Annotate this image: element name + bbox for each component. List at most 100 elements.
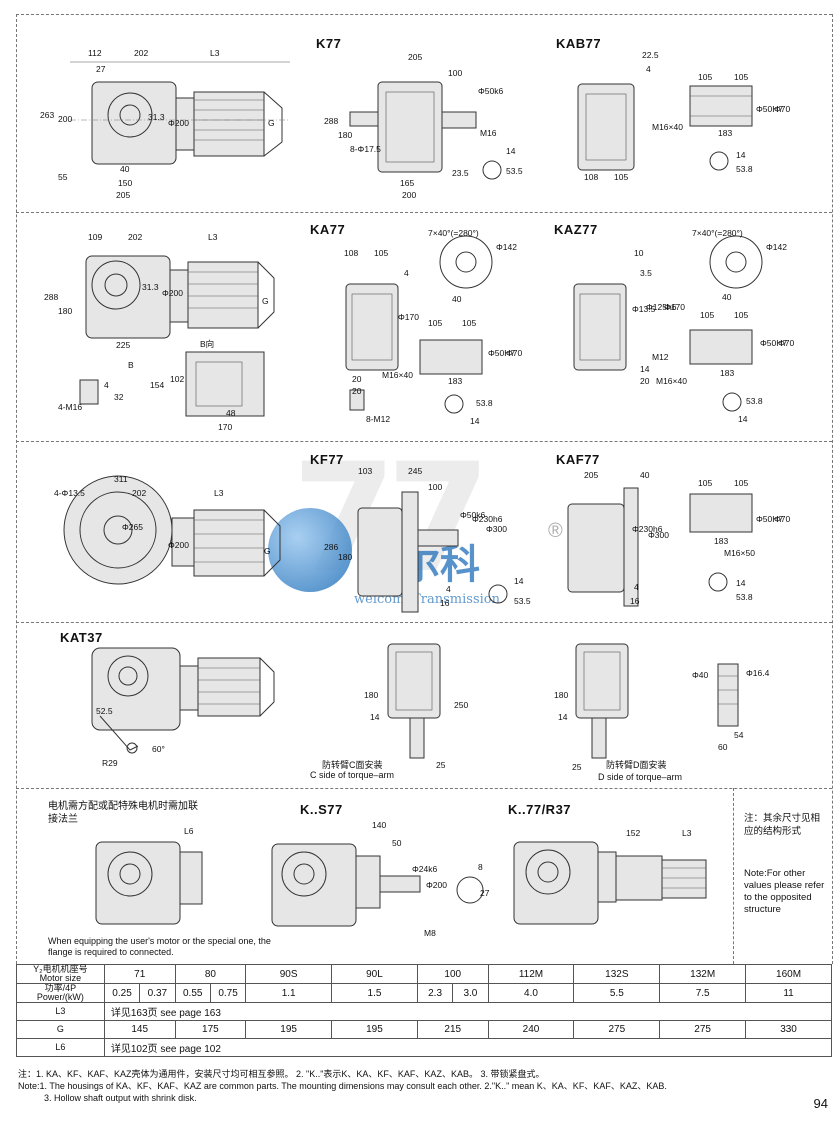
dim-label: 10: [634, 248, 644, 258]
table-cell: 5.5: [573, 983, 661, 1003]
l6-label: L6: [16, 1038, 105, 1057]
dim-label: 150: [118, 178, 133, 188]
dim-label: M16: [480, 128, 497, 138]
dim-label: Φ125h6: [646, 302, 677, 312]
dim-label: M8: [424, 928, 436, 938]
l3-label: L3: [16, 1002, 105, 1021]
dim-label: 14: [736, 578, 746, 588]
dim-label: 31.3: [148, 112, 165, 122]
dim-label: 180: [338, 552, 353, 562]
table-cell: 4.0: [487, 983, 575, 1003]
dim-label: Φ70: [778, 338, 795, 348]
dim-label: 53.8: [476, 398, 493, 408]
dim-label: Φ24k6: [412, 864, 438, 874]
dim-label: 60°: [152, 744, 165, 754]
dim-label: 245: [408, 466, 423, 476]
dim-label: 27: [96, 64, 106, 74]
dim-label: 102: [170, 374, 185, 384]
dim-label: 109: [88, 232, 103, 242]
dim-label: Φ13.5: [632, 304, 656, 314]
dim-label: 105: [698, 478, 713, 488]
dim-label: Φ50k6: [460, 510, 486, 520]
dim-label: L3: [682, 828, 692, 838]
dim-label: Φ200: [168, 540, 189, 550]
dim-label: 53.5: [506, 166, 523, 176]
dim-label: 25: [572, 762, 582, 772]
title-kaf77: KAF77: [556, 452, 600, 467]
dim-label: 22.5: [642, 50, 659, 60]
dim-label: 180: [364, 690, 379, 700]
separator-2: [16, 441, 832, 442]
dim-label: 14: [736, 150, 746, 160]
table-cell: 90L: [331, 964, 418, 984]
table-cell: 0.55: [174, 983, 211, 1003]
dim-label: 8: [478, 862, 483, 872]
dim-label: 225: [116, 340, 131, 350]
dim-label: Φ265: [122, 522, 143, 532]
dim-label: 4: [104, 380, 109, 390]
flange-title-cn: 电机需方配或配特殊电机时需加联接法兰: [48, 801, 198, 825]
dim-label: 7×40°(=280°): [692, 228, 743, 238]
dim-label: 23.5: [452, 168, 469, 178]
dim-label: Φ230h6: [632, 524, 663, 534]
table-cell: 0.75: [209, 983, 247, 1003]
separator-3: [16, 622, 832, 623]
table-cell: 0.25: [103, 983, 141, 1003]
dim-label: 4: [646, 64, 651, 74]
dim-label: Φ300: [648, 530, 669, 540]
dim-label: 14: [558, 712, 568, 722]
dim-label: 286: [324, 542, 339, 552]
dim-label: 105: [614, 172, 629, 182]
dim-label: 54: [734, 730, 744, 740]
table-cell: 275: [573, 1020, 661, 1039]
dim-label: 105: [462, 318, 477, 328]
dim-label: 55: [58, 172, 68, 182]
table-cell: 2.3: [416, 983, 454, 1003]
g-label: G: [16, 1020, 105, 1039]
d-side-en: D side of torque–arm: [598, 772, 683, 782]
note-divider: [733, 788, 734, 964]
dim-label: 263: [40, 110, 55, 120]
dim-label: 180: [58, 306, 73, 316]
dim-label: Φ170: [398, 312, 419, 322]
dim-label: 20: [352, 374, 362, 384]
table-cell: 100: [416, 964, 489, 984]
dim-label: 7×40°(=280°): [428, 228, 479, 238]
dim-label: Φ200: [426, 880, 447, 890]
dim-label: 180: [338, 130, 353, 140]
dim-label: Φ200: [162, 288, 183, 298]
dim-label: 180: [554, 690, 569, 700]
dim-label: G: [264, 546, 271, 556]
left-border: [16, 14, 17, 964]
dim-label: 52.5: [96, 706, 113, 716]
dim-label: Φ50H7: [756, 104, 784, 114]
dim-label: 31.3: [142, 282, 159, 292]
dim-label: 311: [114, 474, 128, 484]
dim-label: M16×40: [382, 370, 413, 380]
title-k77: K77: [316, 36, 342, 51]
dim-label: 105: [734, 310, 749, 320]
dim-label: M16×40: [652, 122, 683, 132]
dim-label: Φ300: [486, 524, 507, 534]
dim-label: 183: [718, 128, 733, 138]
dim-label: 105: [698, 72, 713, 82]
dim-label: L3: [208, 232, 218, 242]
table-cell: 80: [174, 964, 247, 984]
note-en-1: Note:1. The housings of KA、KF、KAF、KAZ ar…: [18, 1081, 667, 1091]
watermark-registered: ®: [548, 520, 563, 542]
dim-label: 60: [718, 742, 728, 752]
dim-label: 288: [44, 292, 59, 302]
dim-label: 202: [132, 488, 147, 498]
dim-label: R29: [102, 758, 118, 768]
dim-label: 14: [738, 414, 748, 424]
dim-label: 205: [408, 52, 423, 62]
title-kaz77: KAZ77: [554, 222, 598, 237]
dim-label: 205: [116, 190, 131, 200]
dim-label: 53.8: [736, 164, 753, 174]
note-cn: 注：1. KA、KF、KAF、KAZ壳体为通用件，安装尺寸均可相互参照。 2. …: [18, 1069, 545, 1079]
title-kf77: KF77: [310, 452, 344, 467]
